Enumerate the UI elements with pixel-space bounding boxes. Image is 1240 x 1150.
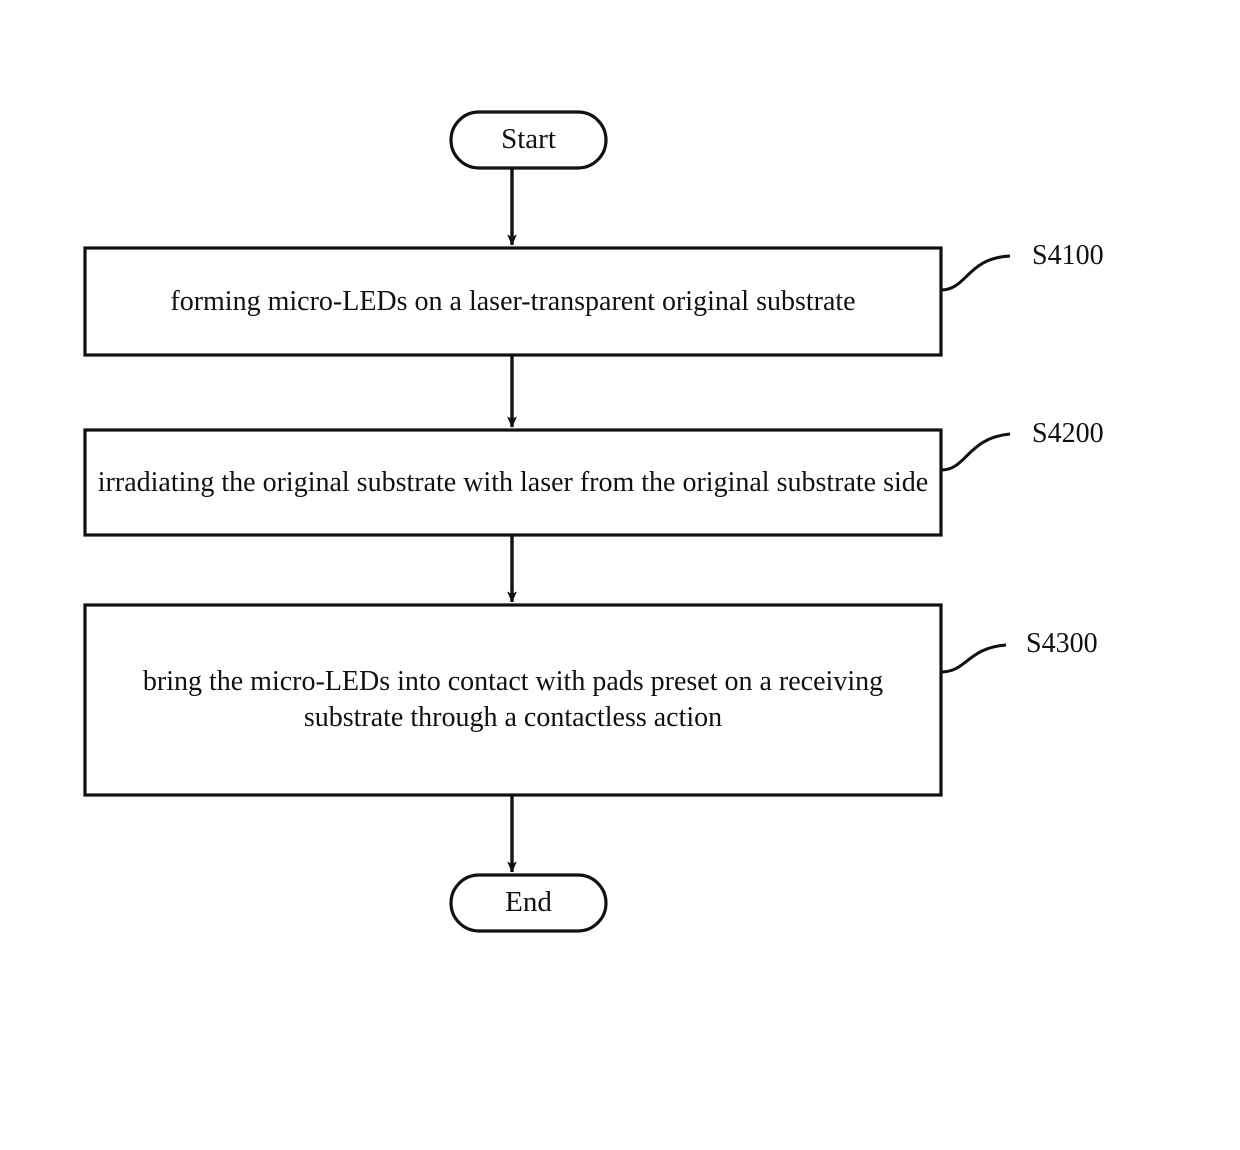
process-box-s4100-shape — [83, 246, 943, 357]
reference-label-s4100: S4100 — [1032, 240, 1104, 271]
leader-line-s4100 — [940, 254, 1011, 292]
process-box-s4300[interactable] — [85, 605, 941, 795]
start-terminator-shape — [449, 110, 608, 170]
process-box-s4100[interactable] — [85, 248, 941, 355]
reference-label-s4200: S4200 — [1032, 418, 1104, 449]
process-box-s4200-shape — [83, 428, 943, 537]
leader-line-s4300 — [940, 643, 1007, 674]
start-terminator[interactable] — [451, 112, 606, 168]
process-box-s4200[interactable] — [85, 430, 941, 535]
end-terminator[interactable] — [451, 875, 606, 931]
leader-line-s4200 — [940, 432, 1011, 472]
end-terminator-shape — [449, 873, 608, 933]
reference-label-s4300: S4300 — [1026, 628, 1098, 659]
process-box-s4300-shape — [83, 603, 943, 797]
